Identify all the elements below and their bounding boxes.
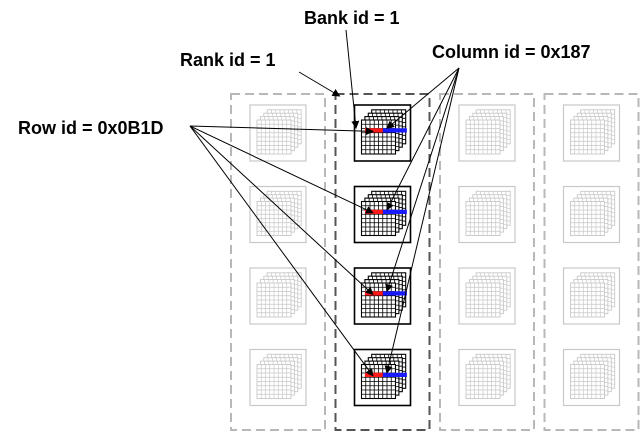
bank-grid: [570, 119, 605, 155]
bank-grid: [465, 119, 501, 155]
column-id-arrow: [386, 67, 460, 211]
row-id-label: Row id = 0x0B1D: [18, 118, 164, 138]
dram-chip: [458, 348, 516, 407]
rank: [543, 93, 640, 431]
bank-grid: [360, 363, 397, 400]
row-id-arrow: [189, 125, 374, 377]
bank-grid: [465, 201, 501, 236]
rank-id-arrow: [298, 71, 341, 97]
rank: [439, 93, 535, 431]
dram-chip: [249, 185, 307, 244]
bank-grid: [256, 282, 292, 318]
rank-border: [439, 93, 535, 431]
column-id-arrow: [384, 67, 460, 374]
rank-border: [543, 93, 640, 431]
dram-chip: [562, 104, 621, 162]
dram-chip: [562, 348, 621, 407]
bank-id-label: Bank id = 1: [304, 8, 400, 28]
bank-id-arrow: [345, 29, 360, 129]
active-rank: [334, 93, 431, 431]
bank-grid: [570, 364, 605, 399]
rank-border: [334, 93, 431, 431]
column-id-label: Column id = 0x187: [432, 42, 591, 62]
dram-chip: [562, 185, 621, 244]
bank-grid: [256, 364, 292, 399]
dram-chip: [249, 348, 307, 407]
annotation-arrows: [189, 29, 460, 377]
dram-chip: [353, 185, 412, 244]
dram-chip: [458, 267, 516, 325]
rank-id-label: Rank id = 1: [180, 50, 276, 70]
row-id-arrow: [189, 125, 374, 296]
column-id-arrow: [386, 67, 460, 129]
rank: [230, 93, 326, 431]
bank-grid: [465, 364, 501, 399]
dram-chip: [562, 267, 621, 325]
row-id-arrow: [189, 125, 374, 214]
dram-chip: [249, 267, 307, 325]
dram-chip: [458, 104, 516, 162]
dram-chip: [353, 267, 412, 325]
rank-border: [230, 93, 326, 431]
rank-layer: [230, 93, 640, 431]
dram-chip: [458, 185, 516, 244]
dram-chip: [353, 348, 412, 407]
dram-chip: [249, 104, 307, 162]
column-id-arrow: [385, 67, 460, 293]
bank-grid: [570, 201, 605, 236]
bank-grid: [256, 119, 292, 155]
row-id-arrow: [189, 125, 374, 136]
bank-grid: [256, 201, 292, 236]
bank-grid: [465, 282, 501, 318]
dram-chip: [353, 104, 412, 162]
bank-grid: [570, 282, 605, 318]
bank-grid: [360, 200, 397, 237]
